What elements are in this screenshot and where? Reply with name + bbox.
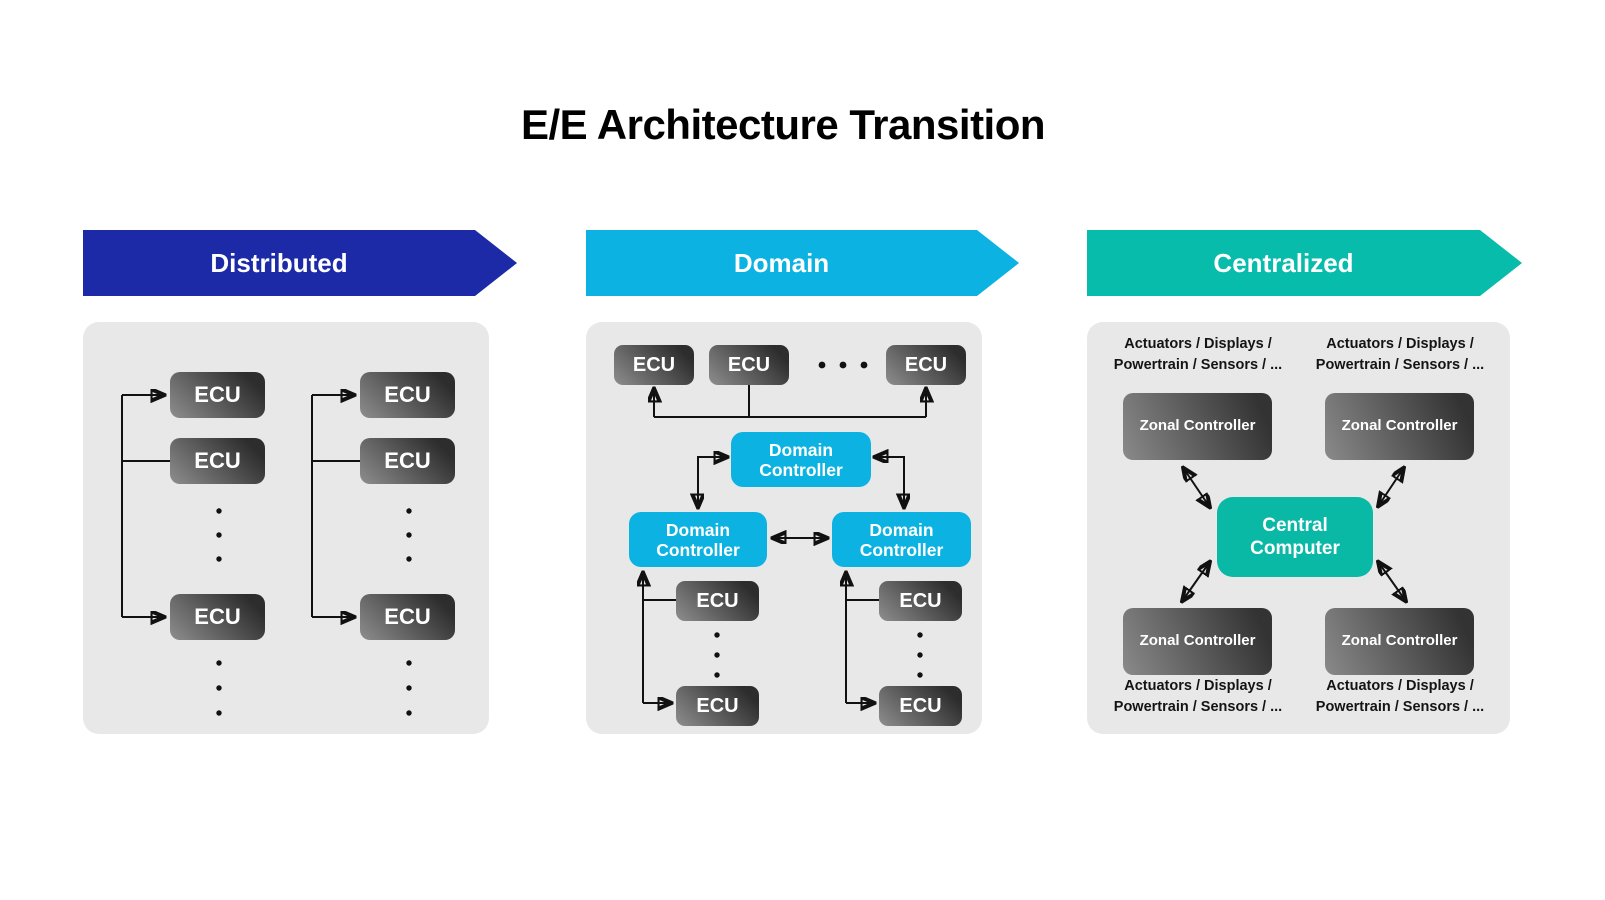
ecu-box: ECU <box>360 372 455 418</box>
peripherals-line1: Actuators / Displays / <box>1326 336 1474 352</box>
peripherals-line2: Powertrain / Sensors / ... <box>1315 356 1485 373</box>
peripherals-label: Actuators / Displays / Powertrain / Sens… <box>1095 676 1301 717</box>
stage-banner-centralized-label: Centralized <box>1213 247 1354 278</box>
ecu-box: ECU <box>709 345 789 385</box>
ecu-box: ECU <box>170 594 265 640</box>
stage-banner-domain: Domain <box>586 230 1019 296</box>
domain-controller-box: Domain Controller <box>629 512 767 567</box>
ecu-box: ECU <box>879 686 962 726</box>
ecu-box: ECU <box>879 581 962 621</box>
stage-banner-domain-label: Domain <box>733 247 830 278</box>
stage-banner-distributed: Distributed <box>83 230 517 296</box>
ecu-box: ECU <box>676 581 759 621</box>
zonal-controller-box: Zonal Controller <box>1325 608 1474 675</box>
zonal-controller-box: Zonal Controller <box>1123 393 1272 460</box>
stage-banner-centralized: Centralized <box>1087 230 1522 296</box>
domain-controller-box: Domain Controller <box>832 512 971 567</box>
peripherals-line2: Powertrain / Sensors / ... <box>1113 356 1283 373</box>
peripherals-line1: Actuators / Displays / <box>1124 336 1272 352</box>
ecu-box: ECU <box>676 686 759 726</box>
panel-distributed: ECU ECU ECU ECU ECU ECU <box>83 322 489 734</box>
panel-centralized: Actuators / Displays / Powertrain / Sens… <box>1087 322 1510 734</box>
peripherals-line1: Actuators / Displays / <box>1124 678 1272 694</box>
peripherals-label: Actuators / Displays / Powertrain / Sens… <box>1297 676 1503 717</box>
ecu-box: ECU <box>360 438 455 484</box>
page-title: E/E Architecture Transition <box>520 101 1046 148</box>
ecu-box: ECU <box>170 372 265 418</box>
domain-controller-box: Domain Controller <box>731 432 871 487</box>
zonal-controller-box: Zonal Controller <box>1325 393 1474 460</box>
peripherals-label: Actuators / Displays / Powertrain / Sens… <box>1095 334 1301 375</box>
ecu-box: ECU <box>360 594 455 640</box>
peripherals-label: Actuators / Displays / Powertrain / Sens… <box>1297 334 1503 375</box>
ecu-box: ECU <box>614 345 694 385</box>
central-computer-box: Central Computer <box>1217 497 1373 577</box>
peripherals-line2: Powertrain / Sensors / ... <box>1113 698 1283 715</box>
zonal-controller-box: Zonal Controller <box>1123 608 1272 675</box>
peripherals-line2: Powertrain / Sensors / ... <box>1315 698 1485 715</box>
stage-banner-distributed-label: Distributed <box>210 247 348 278</box>
peripherals-line1: Actuators / Displays / <box>1326 678 1474 694</box>
ecu-box: ECU <box>886 345 966 385</box>
ecu-box: ECU <box>170 438 265 484</box>
panel-domain: ECU ECU ECU Domain Controller Domain Con… <box>586 322 982 734</box>
